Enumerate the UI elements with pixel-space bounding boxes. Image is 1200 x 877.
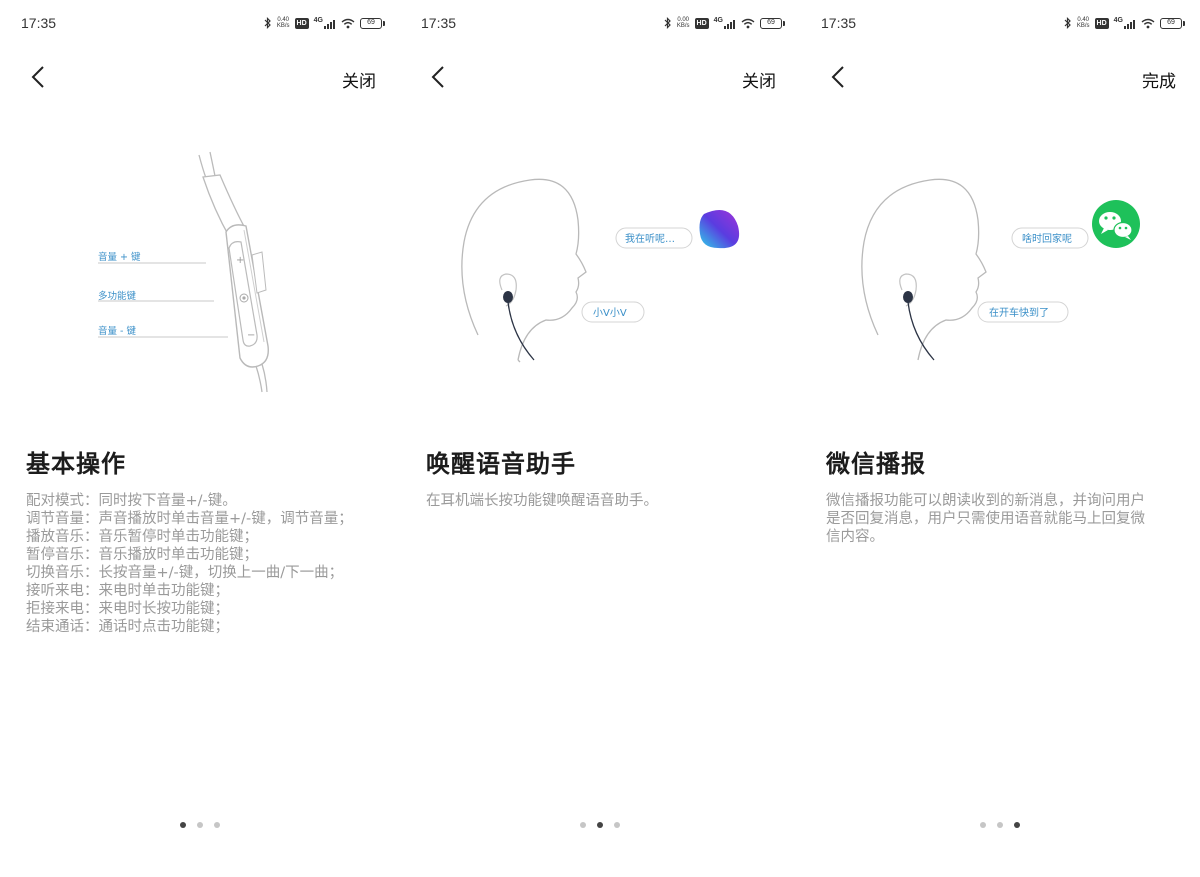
label-multifunction: 多功能键 — [98, 290, 137, 302]
desc-line: 接听来电：来电时单击功能键； — [26, 583, 229, 599]
wifi-icon — [1141, 18, 1155, 28]
page-dot — [1014, 822, 1020, 828]
earbud — [903, 291, 913, 303]
desc-line: 切换音乐：长按音量+/-键，切换上一曲/下一曲； — [26, 565, 344, 581]
wechat-broadcast-illustration: 啥时回家呢 在开车快到了 — [800, 130, 1200, 400]
desc-line: 拒接来电：来电时长按功能键； — [26, 601, 229, 617]
signal-icon: 4G — [1114, 17, 1136, 29]
page-dot — [580, 822, 586, 828]
page-dot — [197, 822, 203, 828]
svg-text:啥时回家呢: 啥时回家呢 — [1022, 232, 1072, 245]
desc-line: 播放音乐：音乐暂停时单击功能键； — [26, 529, 258, 545]
battery-indicator: 69 — [760, 17, 785, 29]
hd-badge: HD — [294, 17, 309, 29]
chevron-left-icon — [31, 66, 44, 88]
close-button[interactable]: 关闭 — [342, 72, 376, 92]
desc-line: 是否回复消息，用户只需使用语音就能马上回复微 — [826, 511, 1145, 527]
chevron-left-icon — [431, 66, 444, 88]
description: 微信播报功能可以朗读收到的新消息，并询问用户 是否回复消息，用户只需使用语音就能… — [826, 492, 1176, 546]
page-dot — [980, 822, 986, 828]
head-outline — [461, 178, 587, 361]
label-volume-up: 音量 + 键 — [98, 251, 141, 263]
nav-bar: 关闭 — [400, 56, 800, 100]
desc-line: 结束通话：通话时点击功能键； — [26, 619, 229, 635]
page-title: 基本操作 — [26, 450, 126, 478]
description: 配对模式：同时按下音量+/-键。 调节音量：声音播放时单击音量+/-键，调节音量… — [26, 492, 376, 636]
status-time: 17:35 — [421, 15, 457, 31]
speech-bubble-user — [977, 301, 1069, 323]
svg-text:我在听呢…: 我在听呢… — [625, 233, 675, 245]
speech-bubble-user — [581, 301, 645, 323]
earphone-cable — [907, 301, 935, 361]
battery-indicator: 69 — [1160, 17, 1185, 29]
jovi-assistant-icon — [699, 210, 740, 249]
back-button[interactable] — [26, 64, 52, 90]
page-indicator — [0, 822, 400, 828]
desc-line: 配对模式：同时按下音量+/-键。 — [26, 493, 237, 509]
multifunction-button — [239, 293, 249, 303]
desc-line: 在耳机端长按功能键唤醒语音助手。 — [426, 493, 658, 509]
earphone-cable — [507, 301, 535, 361]
plus-symbol: + — [236, 255, 244, 266]
page-indicator — [400, 822, 800, 828]
hd-badge: HD — [694, 17, 709, 29]
nav-bar: 完成 — [800, 56, 1200, 100]
nav-bar: 关闭 — [0, 56, 400, 100]
desc-line: 调节音量：声音播放时单击音量+/-键，调节音量； — [26, 511, 353, 527]
page-indicator — [800, 822, 1200, 828]
page-title: 微信播报 — [826, 450, 926, 478]
earphone-controls-illustration: + − 音量 + 键 多功能键 音量 - 键 — [0, 130, 400, 400]
signal-icon: 4G — [714, 17, 736, 29]
status-time: 17:35 — [821, 15, 857, 31]
desc-line: 信内容。 — [826, 529, 884, 545]
close-button[interactable]: 关闭 — [742, 72, 776, 92]
page-title: 唤醒语音助手 — [426, 450, 576, 478]
desc-line: 暂停音乐：音乐播放时单击功能键； — [26, 547, 258, 563]
signal-icon: 4G — [314, 17, 336, 29]
minus-symbol: − — [247, 330, 255, 341]
wechat-icon — [1092, 200, 1140, 248]
back-button[interactable] — [426, 64, 452, 90]
battery-indicator: 69 — [360, 17, 385, 29]
wifi-icon — [341, 18, 355, 28]
speech-bubble-reply — [1011, 227, 1089, 249]
label-volume-down: 音量 - 键 — [98, 325, 136, 337]
chevron-left-icon — [831, 66, 844, 88]
earbud — [503, 291, 513, 303]
ear — [499, 273, 517, 307]
page-dot — [614, 822, 620, 828]
hd-badge: HD — [1094, 17, 1109, 29]
page-dot — [180, 822, 186, 828]
svg-text:在开车快到了: 在开车快到了 — [989, 306, 1049, 319]
page-dot — [997, 822, 1003, 828]
bluetooth-icon — [664, 17, 671, 29]
voice-assistant-illustration: 我在听呢… 小V小V — [400, 130, 800, 400]
head-outline — [861, 178, 987, 361]
speech-bubble-reply — [615, 227, 693, 249]
page-dot — [214, 822, 220, 828]
bluetooth-icon — [264, 17, 271, 29]
desc-line: 微信播报功能可以朗读收到的新消息，并询问用户 — [826, 493, 1145, 509]
ear — [899, 273, 917, 307]
svg-text:小V小V: 小V小V — [593, 307, 627, 319]
bluetooth-icon — [1064, 17, 1071, 29]
done-button[interactable]: 完成 — [1142, 72, 1176, 92]
page-dot — [597, 822, 603, 828]
description: 在耳机端长按功能键唤醒语音助手。 — [426, 492, 776, 510]
back-button[interactable] — [826, 64, 852, 90]
wifi-icon — [741, 18, 755, 28]
status-time: 17:35 — [21, 15, 57, 31]
